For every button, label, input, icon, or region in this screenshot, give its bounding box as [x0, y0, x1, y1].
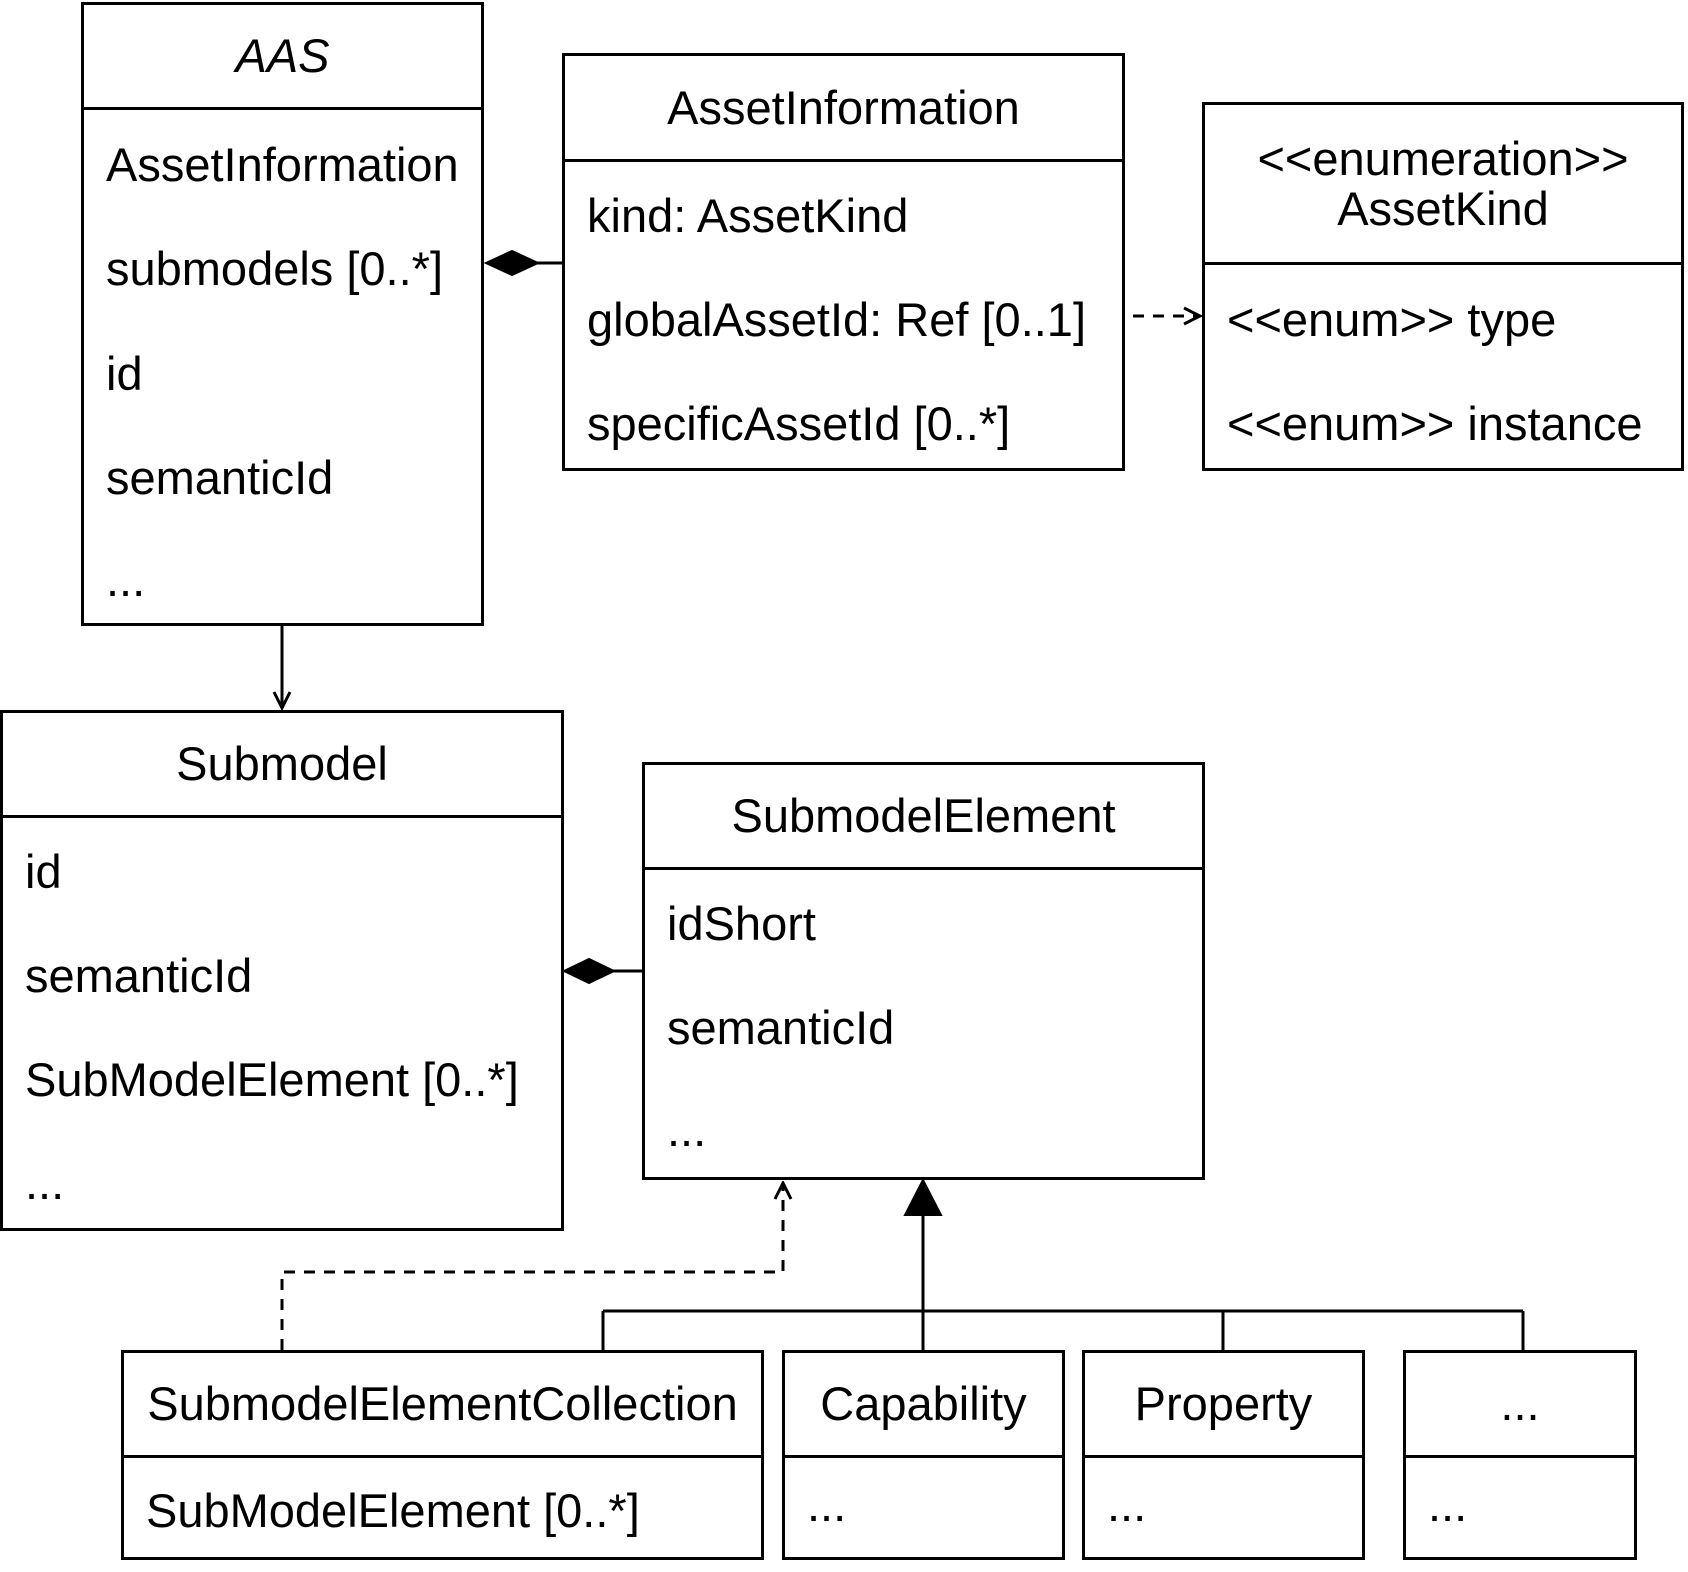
assetkind-literal: <<enum>> type — [1227, 293, 1557, 346]
class-assetinformation-title: AssetInformation — [565, 56, 1122, 162]
class-submodel[interactable]: Submodel id semanticId SubModelElement [… — [0, 710, 564, 1231]
class-more-elements-title: ... — [1406, 1353, 1634, 1458]
collection-attribute: SubModelElement [0..*] — [146, 1484, 640, 1537]
submodel-attribute: SubModelElement [0..*] — [25, 1053, 519, 1106]
class-aas-title: AAS — [84, 5, 481, 110]
class-submodelelement-title: SubmodelElement — [645, 765, 1202, 870]
aas-attribute: semanticId — [106, 451, 334, 504]
class-property-title: Property — [1085, 1353, 1362, 1458]
submodel-attribute: id — [25, 845, 62, 898]
composition-diamond-aas — [483, 249, 541, 277]
aas-attribute: ... — [106, 553, 146, 606]
assetinformation-attribute: globalAssetId: Ref [0..1] — [587, 293, 1087, 346]
class-more-elements[interactable]: ... ... — [1403, 1350, 1637, 1560]
class-assetkind[interactable]: <<enumeration>> AssetKind <<enum>> type … — [1202, 102, 1684, 471]
assetinformation-attribute: kind: AssetKind — [587, 189, 909, 242]
class-property[interactable]: Property ... — [1082, 1350, 1365, 1560]
aas-attribute: AssetInformation — [106, 138, 459, 191]
more-elements-attribute: ... — [1428, 1478, 1468, 1531]
capability-attribute: ... — [807, 1478, 847, 1531]
composition-diamond-submodel — [561, 957, 617, 985]
class-submodelelementcollection-title: SubmodelElementCollection — [124, 1353, 761, 1458]
assetkind-literal: <<enum>> instance — [1227, 397, 1643, 450]
submodelelement-attribute: semanticId — [667, 1001, 895, 1054]
assetkind-name: AssetKind — [1337, 181, 1549, 235]
class-assetinformation[interactable]: AssetInformation kind: AssetKind globalA… — [562, 53, 1125, 471]
assetinformation-attribute: specificAssetId [0..*] — [587, 397, 1011, 450]
submodelelement-attribute: idShort — [667, 897, 816, 950]
generalization-triangle — [903, 1177, 943, 1216]
class-aas[interactable]: AAS AssetInformation submodels [0..*] id… — [81, 2, 484, 626]
class-submodelelement[interactable]: SubmodelElement idShort semanticId ... — [642, 762, 1205, 1180]
aas-attribute: submodels [0..*] — [106, 242, 444, 295]
dependency-collection-submodelelement — [280, 1183, 783, 1350]
assetkind-stereotype: <<enumeration>> — [1257, 132, 1629, 186]
submodel-attribute: ... — [25, 1156, 65, 1209]
class-capability[interactable]: Capability ... — [782, 1350, 1065, 1560]
class-submodel-title: Submodel — [3, 713, 561, 818]
class-assetkind-title: <<enumeration>> AssetKind — [1205, 105, 1681, 265]
property-attribute: ... — [1107, 1478, 1147, 1531]
class-submodelelementcollection[interactable]: SubmodelElementCollection SubModelElemen… — [121, 1350, 764, 1560]
class-capability-title: Capability — [785, 1353, 1062, 1458]
aas-attribute: id — [106, 347, 143, 400]
submodelelement-attribute: ... — [667, 1103, 707, 1156]
submodel-attribute: semanticId — [25, 949, 253, 1002]
